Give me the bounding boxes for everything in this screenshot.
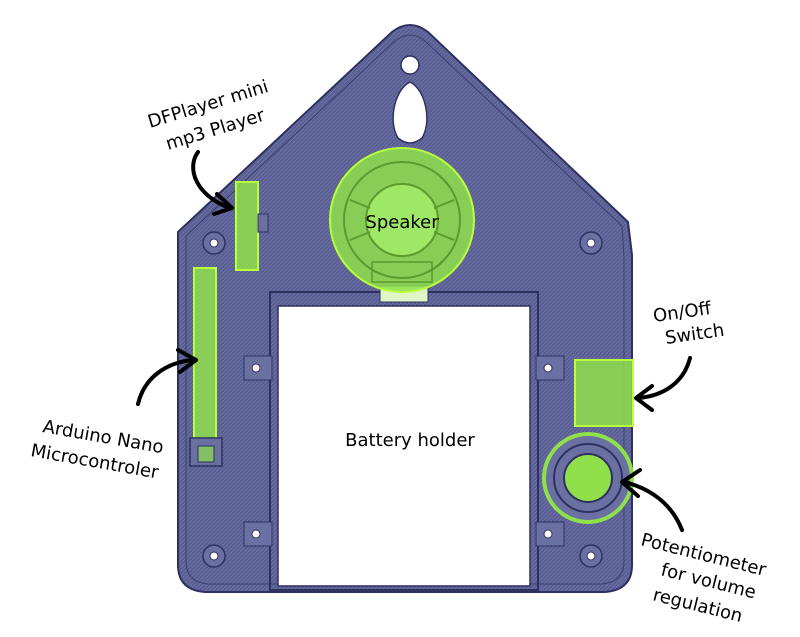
screw-post-bottom-left <box>202 544 226 568</box>
dfplayer-module <box>235 181 269 271</box>
arrow-onoff <box>636 356 692 400</box>
arrow-arduino-head <box>176 348 198 374</box>
keyhole-mount <box>392 55 428 144</box>
enclosure-inner-edge <box>185 34 625 585</box>
arrow-potentiometer-head <box>620 468 642 498</box>
arrow-arduino <box>136 358 196 406</box>
arrow-potentiometer <box>622 480 684 532</box>
label-speaker: Speaker <box>365 212 439 233</box>
on-off-switch <box>574 359 634 427</box>
speaker <box>329 147 475 293</box>
screw-post-top-right <box>579 231 603 255</box>
arrow-onoff-head <box>634 384 654 412</box>
arrow-dfplayer-head <box>212 192 234 216</box>
potentiometer <box>542 432 634 524</box>
arrow-dfplayer <box>191 150 232 210</box>
screw-post-bottom-right <box>579 544 603 568</box>
arduino-nano-module <box>189 267 223 467</box>
label-battery: Battery holder <box>345 430 475 451</box>
battery-holder <box>243 285 565 591</box>
screw-post-top-left <box>202 231 226 255</box>
